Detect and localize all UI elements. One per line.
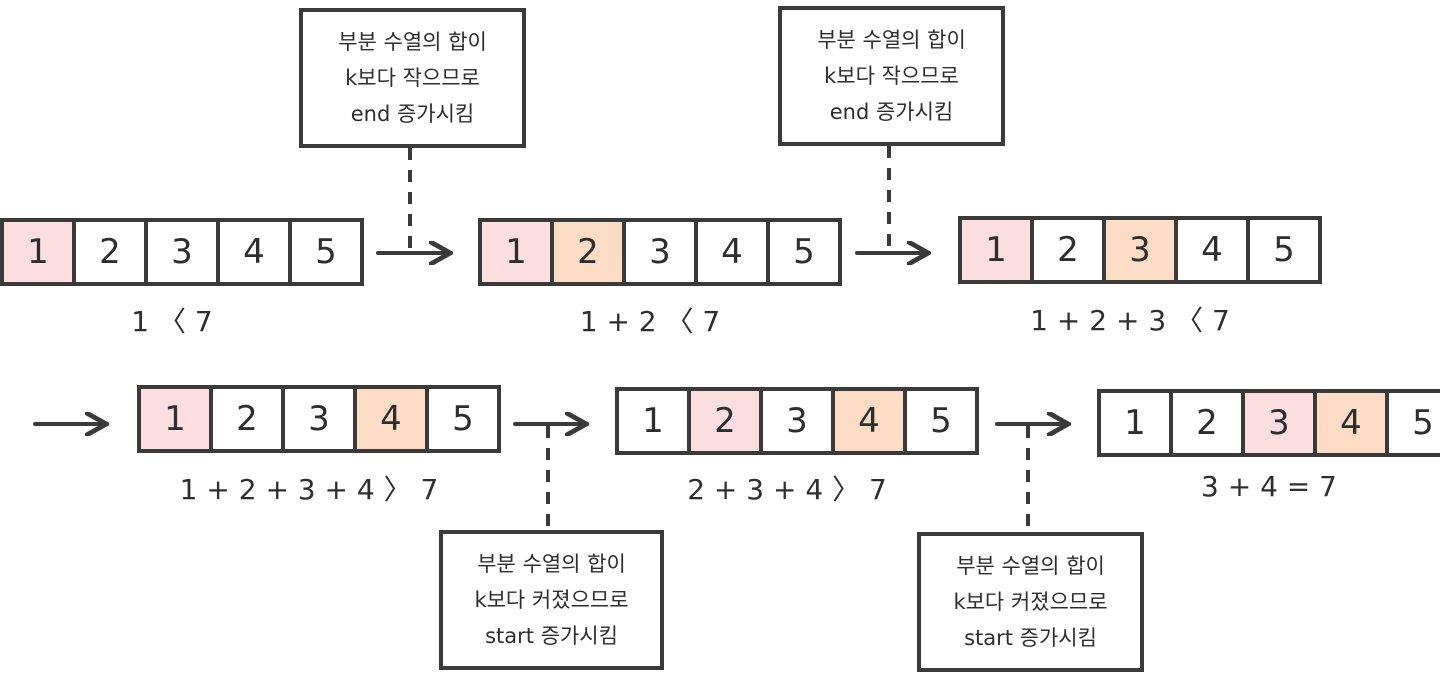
array-cell: 4 (835, 391, 907, 451)
array-cell: 1 (962, 220, 1034, 280)
array-cell: 5 (793, 232, 815, 272)
array-cell: 2 (691, 391, 763, 451)
array-cell: 3 (148, 222, 220, 282)
caption-step-3: 1 + 2 + 3 〈 7 (1030, 304, 1230, 337)
array-cell: 2 (213, 389, 285, 449)
note-box-1: 부분 수열의 합이 k보다 작으므로 end 증가시킴 (299, 8, 526, 148)
array-cell: 5 (452, 399, 474, 439)
caption-step-1: 1 〈 7 (131, 305, 213, 338)
note-line: k보다 커졌으므로 (953, 590, 1108, 614)
array-cell: 4 (1178, 220, 1250, 280)
array-cell: 5 (930, 401, 952, 441)
array-cell: 1 (141, 389, 213, 449)
array-cell: 3 (1245, 393, 1317, 453)
array-cell: 3 (626, 222, 698, 282)
array-cell: 5 (1412, 403, 1434, 443)
caption-step-2: 1 + 2 〈 7 (579, 305, 721, 338)
array-cell: 5 (1273, 230, 1295, 270)
note-line: 부분 수열의 합이 (956, 554, 1105, 578)
note-line: end 증가시킴 (829, 100, 954, 124)
array-cell: 2 (554, 222, 626, 282)
note-line: k보다 커졌으므로 (474, 588, 629, 612)
note-box-4: 부분 수열의 합이 k보다 커졌으므로 start 증가시킴 (917, 532, 1144, 672)
note-box-3: 부분 수열의 합이 k보다 커졌으므로 start 증가시킴 (439, 530, 664, 670)
array-cell: 3 (285, 389, 357, 449)
note-line: end 증가시킴 (350, 102, 475, 126)
array-cell: 1 (4, 222, 76, 282)
note-line: 부분 수열의 합이 (477, 552, 626, 576)
note-box-2: 부분 수열의 합이 k보다 작으므로 end 증가시킴 (778, 6, 1005, 146)
note-line: start 증가시킴 (964, 626, 1097, 650)
note-line: k보다 작으므로 (345, 66, 480, 90)
array-cell: 3 (763, 391, 835, 451)
array-cell: 5 (315, 232, 337, 272)
note-line: k보다 작으므로 (824, 64, 959, 88)
caption-step-6: 3 + 4 = 7 (1201, 470, 1337, 503)
array-cell: 4 (357, 389, 429, 449)
caption-step-4: 1 + 2 + 3 + 4 〉 7 (179, 473, 439, 506)
note-line: start 증가시킴 (485, 624, 618, 648)
array-cell: 1 (619, 391, 691, 451)
array-cell: 2 (1034, 220, 1106, 280)
array-cell: 2 (1173, 393, 1245, 453)
array-cell: 3 (1106, 220, 1178, 280)
array-cell: 4 (220, 222, 292, 282)
array-cell: 1 (482, 222, 554, 282)
caption-step-5: 2 + 3 + 4 〉 7 (687, 473, 887, 506)
array-cell: 2 (76, 222, 148, 282)
note-line: 부분 수열의 합이 (338, 30, 487, 54)
array-cell: 4 (698, 222, 770, 282)
array-cell: 1 (1101, 393, 1173, 453)
note-line: 부분 수열의 합이 (817, 28, 966, 52)
array-cell: 4 (1317, 393, 1389, 453)
